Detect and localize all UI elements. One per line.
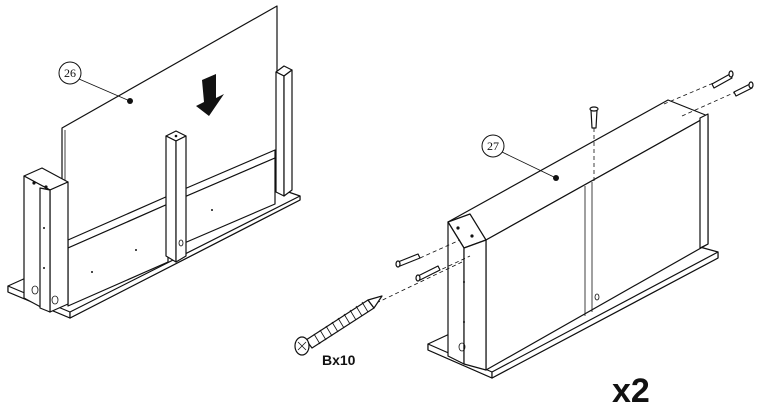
callout-26: 26 xyxy=(59,62,133,104)
multiplier-label: x2 xyxy=(612,372,650,410)
left-assembly: 26 xyxy=(8,6,300,318)
screw-left-upper xyxy=(396,254,420,267)
left-middle-post xyxy=(166,131,186,262)
screw-left-lower xyxy=(416,266,440,281)
right-end-post xyxy=(448,214,486,370)
screw-quantity-label: Bx10 xyxy=(322,352,356,368)
callout-27: 27 xyxy=(482,135,559,181)
left-right-post xyxy=(276,66,292,196)
screw-right xyxy=(734,82,753,96)
screw-top xyxy=(590,107,598,128)
screw-upper-right xyxy=(712,71,733,88)
screw-icon xyxy=(295,296,382,355)
right-far-post xyxy=(700,114,708,248)
left-side-post xyxy=(24,168,68,312)
dash-line-right xyxy=(682,90,740,116)
callout-27-label: 27 xyxy=(487,139,499,153)
callout-26-label: 26 xyxy=(64,66,76,80)
right-assembly: 27 xyxy=(370,71,753,378)
